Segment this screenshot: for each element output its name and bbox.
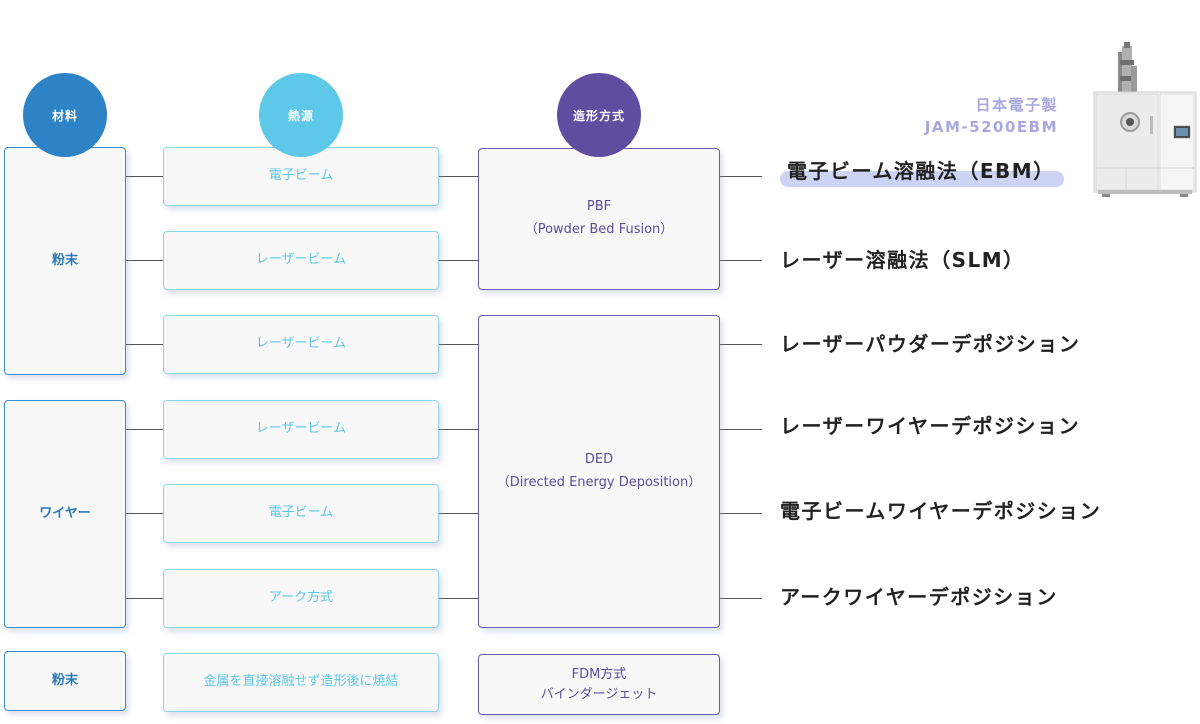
maker-caption: 日本電子製 JAM-5200EBM: [880, 94, 1058, 138]
connector-line: [720, 176, 762, 177]
header-forming-method-label: 造形方式: [572, 108, 625, 123]
method-sublabel: バインダージェット: [540, 686, 658, 702]
connector-line: [720, 429, 762, 430]
connector-line: [439, 429, 478, 430]
connector-line: [439, 176, 478, 177]
process-highlight: [780, 171, 1064, 187]
connector-line: [126, 344, 163, 345]
header-forming-method: 造形方式: [557, 73, 641, 157]
heat-source-box: レーザービーム: [163, 231, 439, 290]
connector-line: [126, 176, 163, 177]
method-box-ded: DED （Directed Energy Deposition）: [478, 315, 720, 628]
process-label: レーザーパウダーデポジション: [780, 332, 1081, 356]
heat-source-box: 電子ビーム: [163, 484, 439, 543]
connector-line: [720, 598, 762, 599]
method-label: DED: [584, 451, 614, 467]
maker-name: 日本電子製: [975, 96, 1058, 114]
method-box-pbf: PBF （Powder Bed Fusion）: [478, 148, 720, 290]
connector-line: [720, 260, 762, 261]
heat-source-label: 金属を直接溶融せず造形後に焼結: [203, 674, 399, 690]
heat-source-box: 金属を直接溶融せず造形後に焼結: [163, 653, 439, 712]
header-heat-source: 熱源: [259, 73, 343, 157]
header-heat-source-label: 熱源: [287, 108, 314, 123]
heat-source-label: 電子ビーム: [268, 505, 334, 521]
material-label: ワイヤー: [39, 505, 91, 521]
header-material-label: 材料: [51, 108, 78, 123]
heat-source-label: レーザービーム: [255, 336, 347, 352]
connector-line: [439, 344, 478, 345]
process-label: 電子ビームワイヤーデポジション: [780, 499, 1102, 523]
heat-source-label: レーザービーム: [255, 421, 347, 437]
connector-line: [720, 344, 762, 345]
ebm-machine-image: [1093, 42, 1197, 197]
material-box-powder-2: 粉末: [4, 651, 126, 711]
heat-source-box: アーク方式: [163, 569, 439, 628]
heat-source-label: レーザービーム: [255, 252, 347, 268]
connector-line: [126, 260, 163, 261]
method-label: FDM方式: [571, 667, 627, 682]
header-material: 材料: [23, 73, 107, 157]
connector-line: [439, 513, 478, 514]
connector-line: [439, 260, 478, 261]
method-label: PBF: [586, 199, 612, 215]
material-label: 粉末: [51, 672, 78, 688]
process-label: レーザー溶融法（SLM）: [780, 248, 1025, 272]
material-box-wire: ワイヤー: [4, 400, 126, 628]
heat-source-box: レーザービーム: [163, 315, 439, 374]
connector-line: [126, 429, 163, 430]
process-label: レーザーワイヤーデポジション: [780, 414, 1080, 438]
maker-model: JAM-5200EBM: [924, 118, 1058, 136]
material-label: 粉末: [51, 252, 78, 268]
heat-source-label: アーク方式: [268, 590, 334, 606]
connector-line: [126, 513, 163, 514]
connector-line: [720, 513, 762, 514]
connector-line: [439, 598, 478, 599]
process-label: アークワイヤーデポジション: [780, 585, 1058, 609]
connector-line: [126, 598, 163, 599]
material-box-powder: 粉末: [4, 147, 126, 375]
process-label: 電子ビーム溶融法（EBM）: [787, 159, 1055, 183]
method-box-fdm: FDM方式 バインダージェット: [478, 654, 720, 715]
method-sublabel: （Directed Energy Deposition）: [496, 474, 702, 490]
method-sublabel: （Powder Bed Fusion）: [524, 222, 674, 237]
heat-source-label: 電子ビーム: [268, 168, 334, 184]
heat-source-box: レーザービーム: [163, 400, 439, 459]
